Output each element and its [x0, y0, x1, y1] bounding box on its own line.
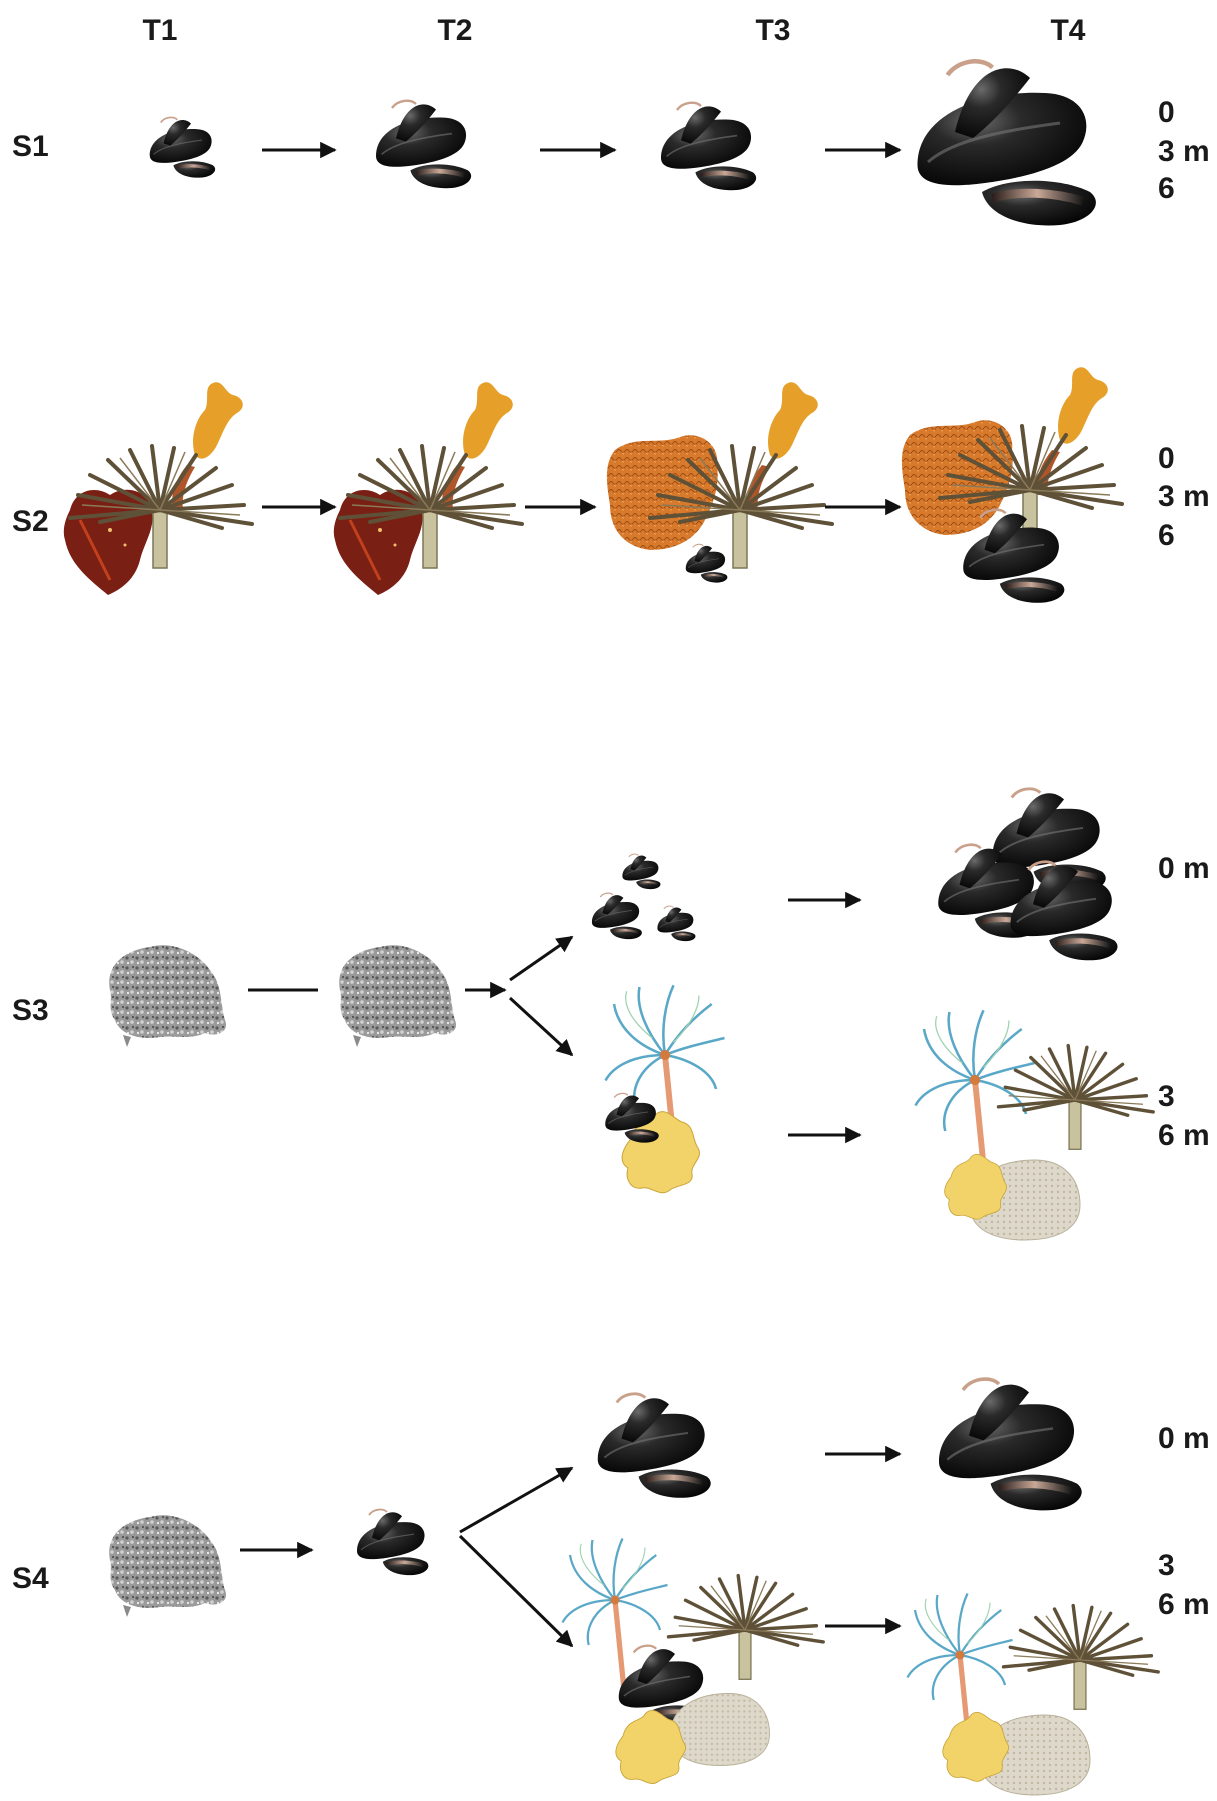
row-s1 [148, 61, 1096, 225]
depth-label: 0 [1158, 96, 1175, 129]
column-label-t4: T4 [1050, 14, 1085, 47]
tunicate-icon [670, 1693, 770, 1766]
mussel-icon [148, 115, 217, 180]
depth-label: 3 m [1158, 135, 1210, 168]
row-s2 [62, 367, 1124, 602]
depth-labels: 0 3 m 6 0 3 m 6 0 m 3 6 m 0 m 3 6 m [1158, 96, 1210, 1621]
yellow-sponge-icon [944, 1153, 1008, 1220]
bare-rock-icon [109, 945, 226, 1047]
depth-label: 6 [1158, 519, 1175, 552]
mussel-icon [621, 853, 662, 891]
mussel-icon [918, 61, 1096, 225]
mussel-icon [376, 101, 471, 189]
mussel-icon [590, 891, 644, 941]
column-label-t2: T2 [437, 14, 472, 47]
mussel-icon [355, 1507, 431, 1577]
orange-sponge-icon [747, 382, 818, 510]
mussel-icon [939, 1379, 1082, 1510]
mussel-icon [656, 905, 697, 943]
arrow [459, 1466, 574, 1534]
depth-label: 6 [1158, 172, 1175, 205]
row-label-s4: S4 [12, 1562, 49, 1595]
arrow [458, 1534, 574, 1648]
bare-rock-icon [339, 945, 456, 1047]
fan-worm-icon [1001, 1603, 1160, 1712]
yellow-sponge-icon [942, 1711, 1010, 1782]
depth-label: 0 [1158, 442, 1175, 475]
mussel-icon [684, 543, 729, 584]
depth-label: 3 m [1158, 480, 1210, 513]
depth-label: 0 m [1158, 1422, 1210, 1455]
mussel-icon [603, 1092, 661, 1144]
depth-label: 0 m [1158, 852, 1210, 885]
arrow [509, 935, 574, 982]
column-label-t3: T3 [755, 14, 790, 47]
depth-label: 6 m [1158, 1588, 1210, 1621]
depth-label: 3 [1158, 1549, 1175, 1582]
row-label-s3: S3 [12, 994, 49, 1027]
bare-rock-icon [109, 1515, 226, 1617]
column-headers: T1 T2 T3 T4 [142, 14, 1085, 47]
row-s4 [109, 1379, 1160, 1796]
mussel-icon [598, 1394, 711, 1498]
row-label-s1: S1 [12, 130, 49, 163]
arrow [508, 996, 574, 1057]
column-label-t1: T1 [142, 14, 177, 47]
fan-worm-icon [996, 1043, 1155, 1152]
depth-label: 6 m [1158, 1119, 1210, 1152]
depth-label: 3 [1158, 1080, 1175, 1113]
row-label-s2: S2 [12, 505, 49, 538]
mussel-icon [661, 103, 756, 191]
row-s3 [109, 789, 1155, 1241]
row-labels: S1 S2 S3 S4 [12, 130, 49, 1595]
